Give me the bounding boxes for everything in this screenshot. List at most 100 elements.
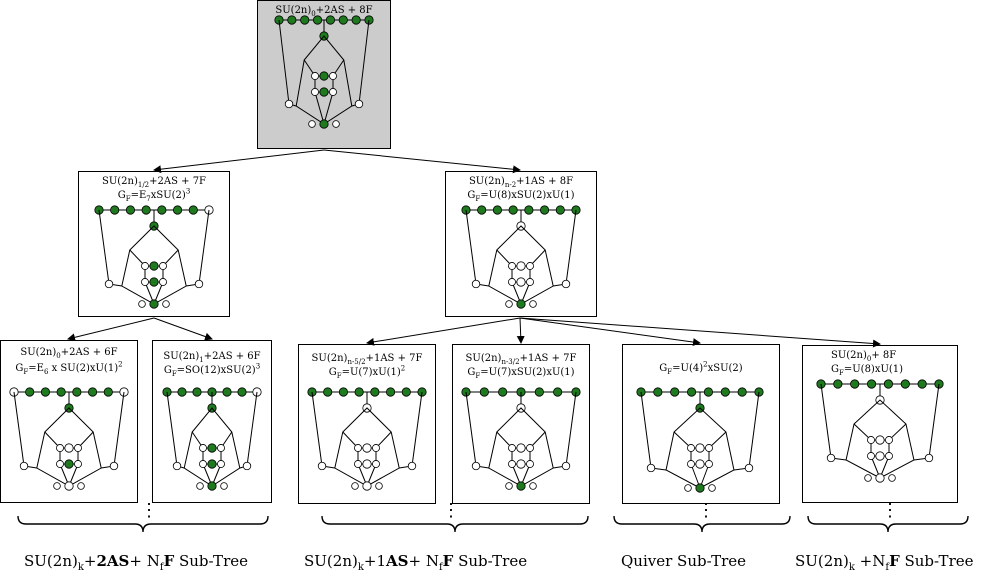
quiver-edge xyxy=(166,391,178,467)
quiver-edge xyxy=(928,383,940,459)
node-title: SU(2n)0+2AS + 6F xyxy=(20,347,118,360)
quiver-node xyxy=(103,387,113,397)
quiver-node xyxy=(917,379,927,389)
quiver-edge xyxy=(113,391,125,467)
quiver-node xyxy=(526,460,534,468)
quiver-edge xyxy=(246,391,258,467)
quiver-node xyxy=(237,387,247,397)
quiver-node xyxy=(703,387,714,397)
subtree-label-2as: SU(2n)k+2AS+ NfF Sub-Tree xyxy=(24,552,248,573)
quiver-node xyxy=(362,459,372,469)
quiver-node xyxy=(516,299,526,309)
quiver-edge xyxy=(311,391,323,467)
quiver-node xyxy=(653,387,663,397)
quiver-node xyxy=(40,387,51,397)
quiver-node xyxy=(516,481,526,491)
quiver-node xyxy=(312,15,323,25)
quiver-node xyxy=(284,99,294,109)
quiver-node xyxy=(354,99,364,109)
node-l2-1: SU(2n)0+2AS + 6F GF=E6 x SU(2)xU(1)2 xyxy=(0,340,138,503)
tree-edge xyxy=(366,317,521,346)
quiver-node xyxy=(687,460,695,468)
quiver-node xyxy=(362,443,372,453)
quiver-node xyxy=(705,460,713,468)
quiver-node xyxy=(242,461,252,471)
quiver-node xyxy=(56,387,66,397)
quiver-node xyxy=(529,482,537,490)
quiver-node xyxy=(687,444,695,452)
quiver-edge xyxy=(640,391,652,469)
quiver-node xyxy=(354,387,364,397)
quiver-edge xyxy=(748,391,760,469)
quiver-node xyxy=(141,278,149,286)
quiver-node xyxy=(64,481,74,491)
quiver-node xyxy=(505,300,513,308)
quiver-node xyxy=(159,262,167,270)
quiver-node xyxy=(875,451,885,461)
quiver-node xyxy=(53,482,61,490)
quiver-node xyxy=(172,205,183,215)
quiver-node xyxy=(670,387,680,397)
quiver-node xyxy=(516,277,526,287)
node-symmetry: GF=U(7)xSU(2)xU(1) xyxy=(467,367,575,380)
quiver-node xyxy=(883,379,894,389)
quiver-node xyxy=(471,279,481,289)
node-symmetry: GF=E7xSU(2)3 xyxy=(117,187,191,203)
quiver-node xyxy=(555,205,565,215)
quiver-node xyxy=(25,387,35,397)
quiver-node xyxy=(188,205,198,215)
quiver-node xyxy=(199,460,207,468)
quiver-edge xyxy=(820,383,832,459)
quiver-node xyxy=(317,461,327,471)
quiver-node xyxy=(338,15,348,25)
quiver-node xyxy=(553,387,563,397)
quiver-node xyxy=(479,387,489,397)
node-symmetry: GF=U(7)xU(1)2 xyxy=(328,364,406,380)
quiver-node xyxy=(864,474,872,482)
quiver-edge xyxy=(358,19,370,105)
tree-edge xyxy=(323,149,521,174)
node-l2-3: SU(2n)n-5/2+1AS + 7F GF=U(7)xU(1)2 xyxy=(298,344,436,504)
quiver-node xyxy=(207,459,217,469)
quiver-node xyxy=(319,119,329,129)
quiver-node xyxy=(311,72,319,80)
quiver-node xyxy=(72,387,82,397)
node-symmetry: GF=SO(12)xSU(2)3 xyxy=(163,362,261,378)
quiver-node xyxy=(875,473,885,483)
quiver-node xyxy=(524,205,534,215)
subtree-label-nf: SU(2n)k +NfF Sub-Tree xyxy=(795,552,974,573)
quiver-node xyxy=(125,205,136,215)
quiver-node xyxy=(686,387,697,397)
node-title: SU(2n)1/2+2AS + 7F xyxy=(101,176,206,189)
quiver-node xyxy=(684,484,692,492)
quiver-node xyxy=(157,205,167,215)
quiver-node xyxy=(192,387,202,397)
subtree-brace xyxy=(321,515,589,533)
quiver-node xyxy=(217,460,225,468)
quiver-node xyxy=(308,120,316,128)
quiver-node xyxy=(508,444,516,452)
tree-edge xyxy=(153,149,325,174)
quiver-node xyxy=(888,474,896,482)
quiver-edge xyxy=(411,391,423,467)
quiver-edge xyxy=(278,19,290,105)
quiver-node xyxy=(287,15,297,25)
quiver-node xyxy=(199,444,207,452)
quiver-edge xyxy=(13,391,25,467)
node-l2-5: GF=U(4)2xSU(2) xyxy=(622,344,780,504)
quiver-node xyxy=(516,261,526,271)
node-title: SU(2n)n-5/2+1AS + 7F xyxy=(311,353,423,366)
quiver-node xyxy=(900,379,910,389)
quiver-edge xyxy=(198,209,210,285)
node-l2-4: SU(2n)n-3/2+1AS + 7F GF=U(7)xSU(2)xU(1) xyxy=(452,344,590,504)
quiver-node xyxy=(526,444,534,452)
quiver-node xyxy=(196,482,204,490)
quiver-node xyxy=(508,262,516,270)
quiver-node xyxy=(149,261,159,271)
quiver-node xyxy=(311,88,319,96)
quiver-node xyxy=(516,459,526,469)
quiver-node xyxy=(77,482,85,490)
quiver-node xyxy=(708,484,716,492)
